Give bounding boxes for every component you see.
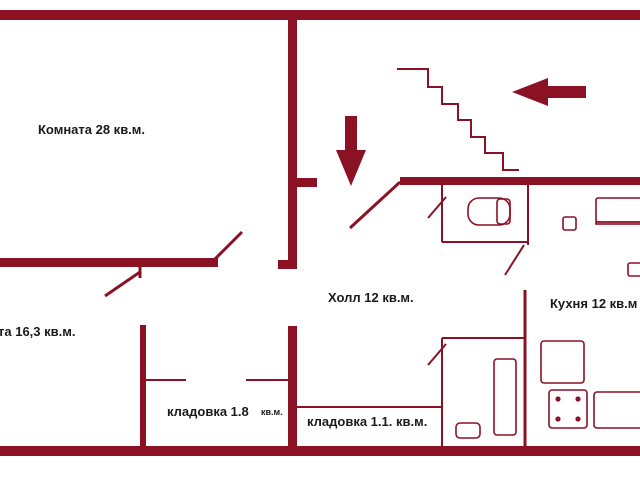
label-storage-1-1: кладовка 1.1. кв.м.: [307, 414, 427, 429]
bathtub-icon: [493, 358, 517, 436]
label-storage-1-8-unit: кв.м.: [261, 407, 283, 417]
toilet-icon: [467, 197, 511, 226]
kitchen-outlet-b: [627, 262, 640, 277]
door-room28: [210, 230, 244, 264]
door-room16: [104, 270, 141, 298]
door-kitchen: [504, 244, 525, 276]
kitchen-counter-top: [595, 197, 640, 223]
wall-stub-right: [297, 178, 317, 187]
kitchen-counter-mid: [595, 221, 640, 225]
outer-wall-top: [0, 10, 640, 20]
wall-v-left-closet: [140, 325, 146, 446]
wall-h-bath-top: [400, 177, 640, 185]
label-room-28: Комната 28 кв.м.: [38, 122, 145, 137]
label-kitchen: Кухня 12 кв.м: [550, 296, 637, 311]
kitchen-outlet-a: [562, 216, 577, 231]
label-hall: Холл 12 кв.м.: [328, 290, 414, 305]
door-hall-entry: [348, 180, 402, 230]
door-bath: [427, 343, 447, 366]
arrow-left-icon: [512, 78, 586, 106]
wall-v-center-top: [288, 20, 297, 268]
wall-h-room28-bottom: [0, 258, 218, 267]
sink-icon: [455, 422, 481, 439]
wall-stub-left: [278, 260, 297, 269]
label-storage-1-8: кладовка 1.8: [167, 404, 249, 419]
kitchen-counter-bottom: [593, 391, 640, 429]
label-room-16: та 16,3 кв.м.: [0, 324, 75, 339]
staircase-icon: [397, 68, 519, 171]
fridge-icon: [540, 340, 585, 384]
stove-icon: [548, 389, 588, 429]
door-wc: [427, 196, 447, 219]
wall-v-mid-closet: [288, 326, 297, 446]
outer-wall-bottom: [0, 446, 640, 456]
arrow-down-icon: [336, 116, 366, 186]
